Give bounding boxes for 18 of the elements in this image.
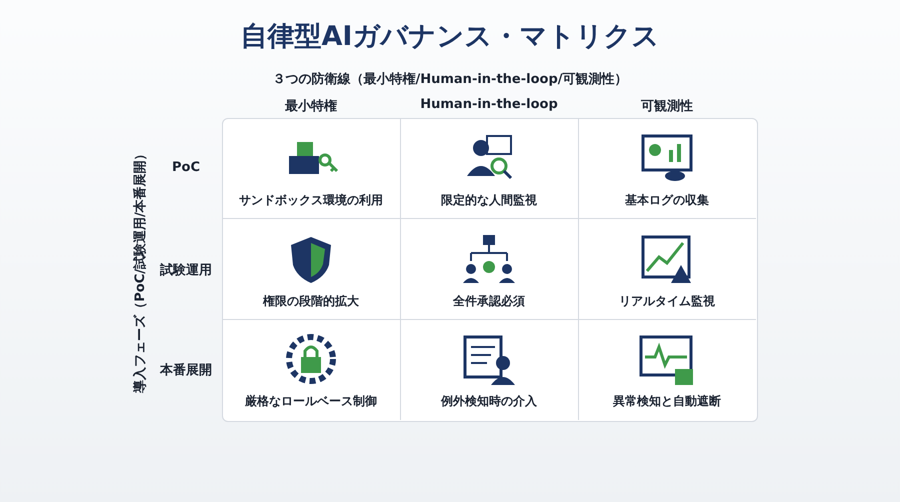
column-header: 最小特権 [284,98,338,115]
cell-text: 権限の段階的拡大 [262,292,360,310]
cell-text: 全件承認必須 [452,292,526,310]
axis-label: 導入フェーズ（PoC/試験運用/本番展開） [132,147,149,393]
row-header: PoC [171,160,201,175]
title: 自律型AIガバナンス・マトリクス [240,20,660,54]
cell-text: 基本ログの収集 [624,192,710,209]
cell-text: 異常検知と自動遮断 [612,393,722,410]
cell-text: 厳格なロールベース制御 [244,393,378,410]
row-header: 本番展開 [158,362,213,380]
cell-text: 限定的な人間監視 [440,192,538,209]
cell-text: リアルタイム監視 [618,292,716,310]
cell-text: 例外検知時の介入 [440,393,538,410]
column-header: 可観測性 [640,98,694,115]
subtitle: ３つの防衛線（最小特権/Human-in-the-loop/可観測性） [271,71,628,88]
column-header: Human-in-the-loop [419,97,559,112]
row-header: 試験運用 [158,262,213,279]
cell-text: サンドボックス環境の利用 [238,192,384,209]
